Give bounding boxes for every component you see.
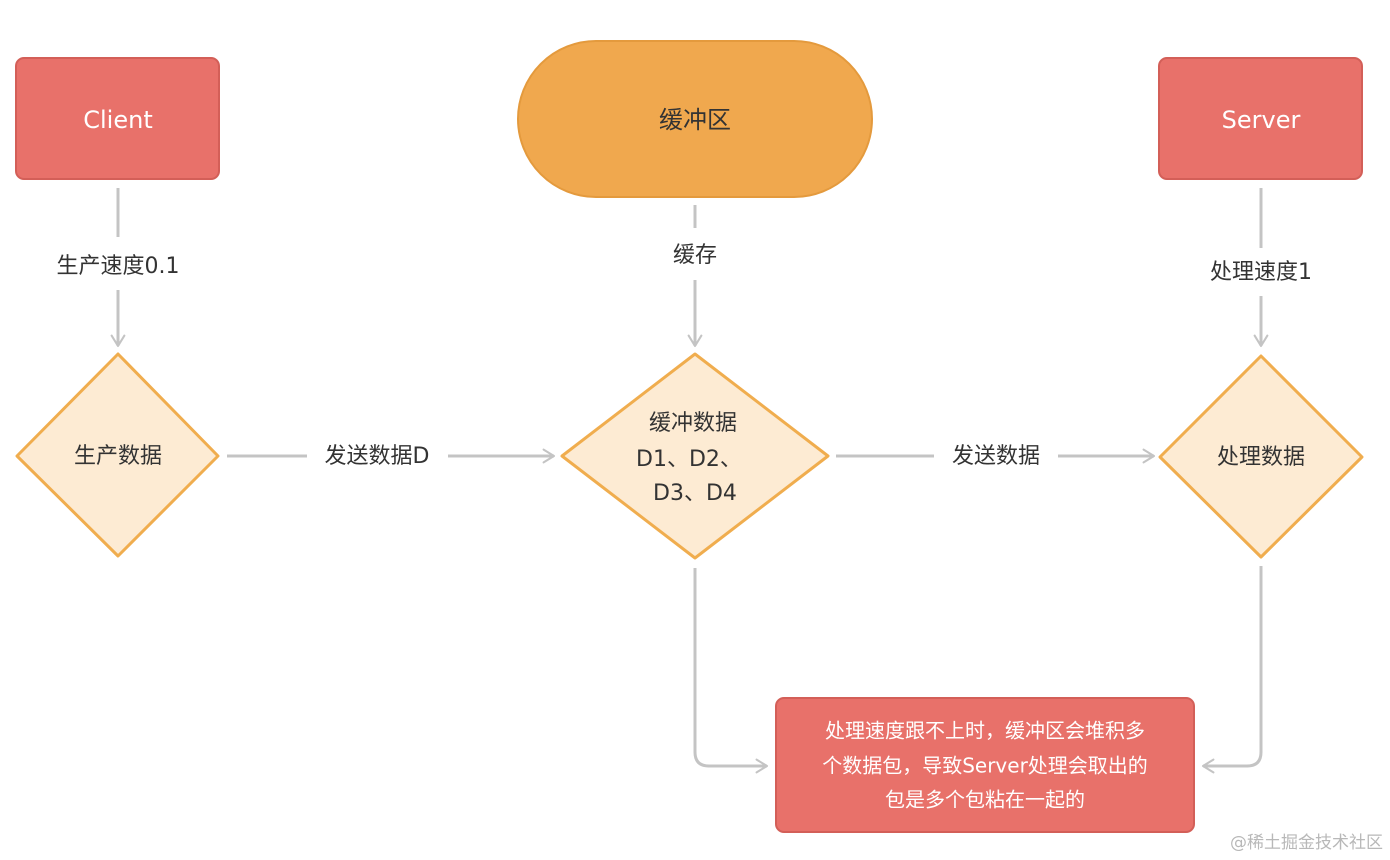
process-node: 处理数据 <box>1158 354 1364 559</box>
label-send-d: 发送数据D <box>325 444 430 469</box>
watermark: @稀土掘金技术社区 <box>1230 833 1383 853</box>
label-process-speed: 处理速度1 <box>1210 260 1312 285</box>
buffer-data-node: 缓冲数据 D1、D2、 D3、D4 <box>560 352 830 560</box>
buffer-label: 缓冲区 <box>659 106 731 134</box>
note-line-3: 包是多个包粘在一起的 <box>885 788 1085 812</box>
client-node: Client <box>15 57 220 180</box>
server-label: Server <box>1222 106 1301 134</box>
process-label: 处理数据 <box>1217 445 1305 470</box>
edges <box>110 188 1269 774</box>
label-produce-speed: 生产速度0.1 <box>57 254 180 279</box>
edge-process-note <box>1201 566 1263 774</box>
buffer-data-line-1: 缓冲数据 <box>649 411 737 436</box>
client-label: Client <box>83 106 152 134</box>
server-node: Server <box>1158 57 1363 180</box>
note-line-2: 个数据包，导致Server处理会取出的 <box>822 754 1148 778</box>
note-line-1: 处理速度跟不上时，缓冲区会堆积多 <box>825 719 1145 743</box>
produce-node: 生产数据 <box>15 352 220 558</box>
produce-label: 生产数据 <box>74 444 162 469</box>
label-cache: 缓存 <box>673 243 717 268</box>
buffer-node: 缓冲区 <box>517 40 873 198</box>
edge-buffer-note <box>693 568 769 774</box>
buffer-data-line-3: D3、D4 <box>653 481 737 506</box>
label-send: 发送数据 <box>952 444 1040 469</box>
note-node: 处理速度跟不上时，缓冲区会堆积多 个数据包，导致Server处理会取出的 包是多… <box>775 697 1195 833</box>
buffer-data-line-2: D1、D2、 <box>636 447 742 472</box>
